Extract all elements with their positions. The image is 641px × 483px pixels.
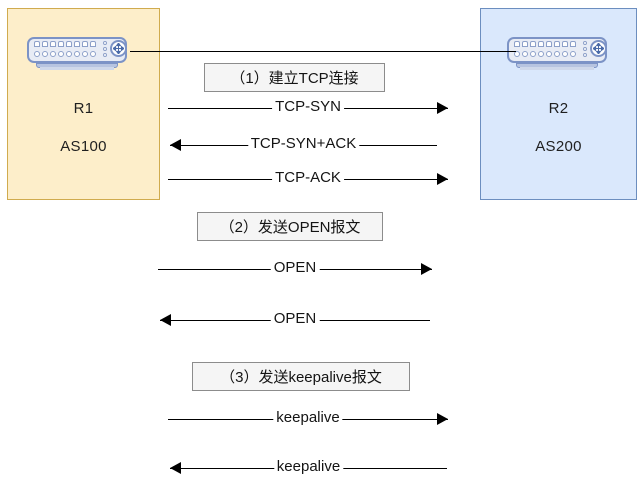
message-arrow-open-request[interactable]: OPEN bbox=[158, 257, 432, 280]
router-port-row-top bbox=[34, 41, 100, 48]
device-name-left: R1 bbox=[73, 100, 94, 117]
device-name-right: R2 bbox=[548, 100, 569, 117]
step-label-2[interactable]: （2）发送OPEN报文 bbox=[197, 212, 383, 241]
message-label: OPEN bbox=[270, 257, 320, 279]
router-icon[interactable] bbox=[27, 37, 127, 71]
router-ports bbox=[34, 41, 100, 59]
arrow-head-right-icon bbox=[437, 173, 448, 185]
router-leds bbox=[583, 41, 588, 59]
router-port-row-bottom bbox=[34, 51, 100, 58]
message-arrow-open-response[interactable]: OPEN bbox=[160, 308, 430, 331]
router-ports bbox=[514, 41, 580, 59]
router-foot-shadow bbox=[520, 67, 594, 70]
step-label-3[interactable]: （3）发送keepalive报文 bbox=[192, 362, 410, 391]
router-port-row-bottom bbox=[514, 51, 580, 58]
message-label: TCP-SYN+ACK bbox=[247, 133, 360, 155]
arrow-head-right-icon bbox=[437, 413, 448, 425]
router-icon[interactable] bbox=[507, 37, 607, 71]
message-arrow-tcp-syn[interactable]: TCP-SYN bbox=[168, 96, 448, 119]
router-leds bbox=[103, 41, 108, 59]
arrow-head-left-icon bbox=[170, 462, 181, 474]
as-number-left: AS100 bbox=[60, 138, 107, 155]
message-label: keepalive bbox=[273, 407, 343, 429]
arrow-head-left-icon bbox=[160, 314, 171, 326]
message-label: TCP-ACK bbox=[272, 167, 344, 189]
router-port-row-top bbox=[514, 41, 580, 48]
message-arrow-keepalive-response[interactable]: keepalive bbox=[170, 456, 447, 479]
step-label-1[interactable]: （1）建立TCP连接 bbox=[204, 63, 385, 92]
message-label: OPEN bbox=[270, 308, 320, 330]
arrow-head-right-icon bbox=[421, 263, 432, 275]
router-foot-shadow bbox=[40, 67, 114, 70]
move-arrows-icon[interactable] bbox=[110, 40, 127, 57]
as-zone-right[interactable]: R2 AS200 bbox=[480, 8, 637, 200]
arrow-head-left-icon bbox=[170, 139, 181, 151]
as-number-right: AS200 bbox=[535, 138, 582, 155]
message-label: TCP-SYN bbox=[272, 96, 344, 118]
message-arrow-keepalive-request[interactable]: keepalive bbox=[168, 407, 448, 430]
move-arrows-icon[interactable] bbox=[590, 40, 607, 57]
message-label: keepalive bbox=[273, 456, 344, 478]
message-arrow-tcp-syn-ack[interactable]: TCP-SYN+ACK bbox=[170, 133, 437, 156]
message-arrow-tcp-ack[interactable]: TCP-ACK bbox=[168, 167, 448, 190]
arrow-head-right-icon bbox=[437, 102, 448, 114]
router-link-line[interactable] bbox=[130, 51, 516, 52]
as-zone-left[interactable]: R1 AS100 bbox=[7, 8, 160, 200]
